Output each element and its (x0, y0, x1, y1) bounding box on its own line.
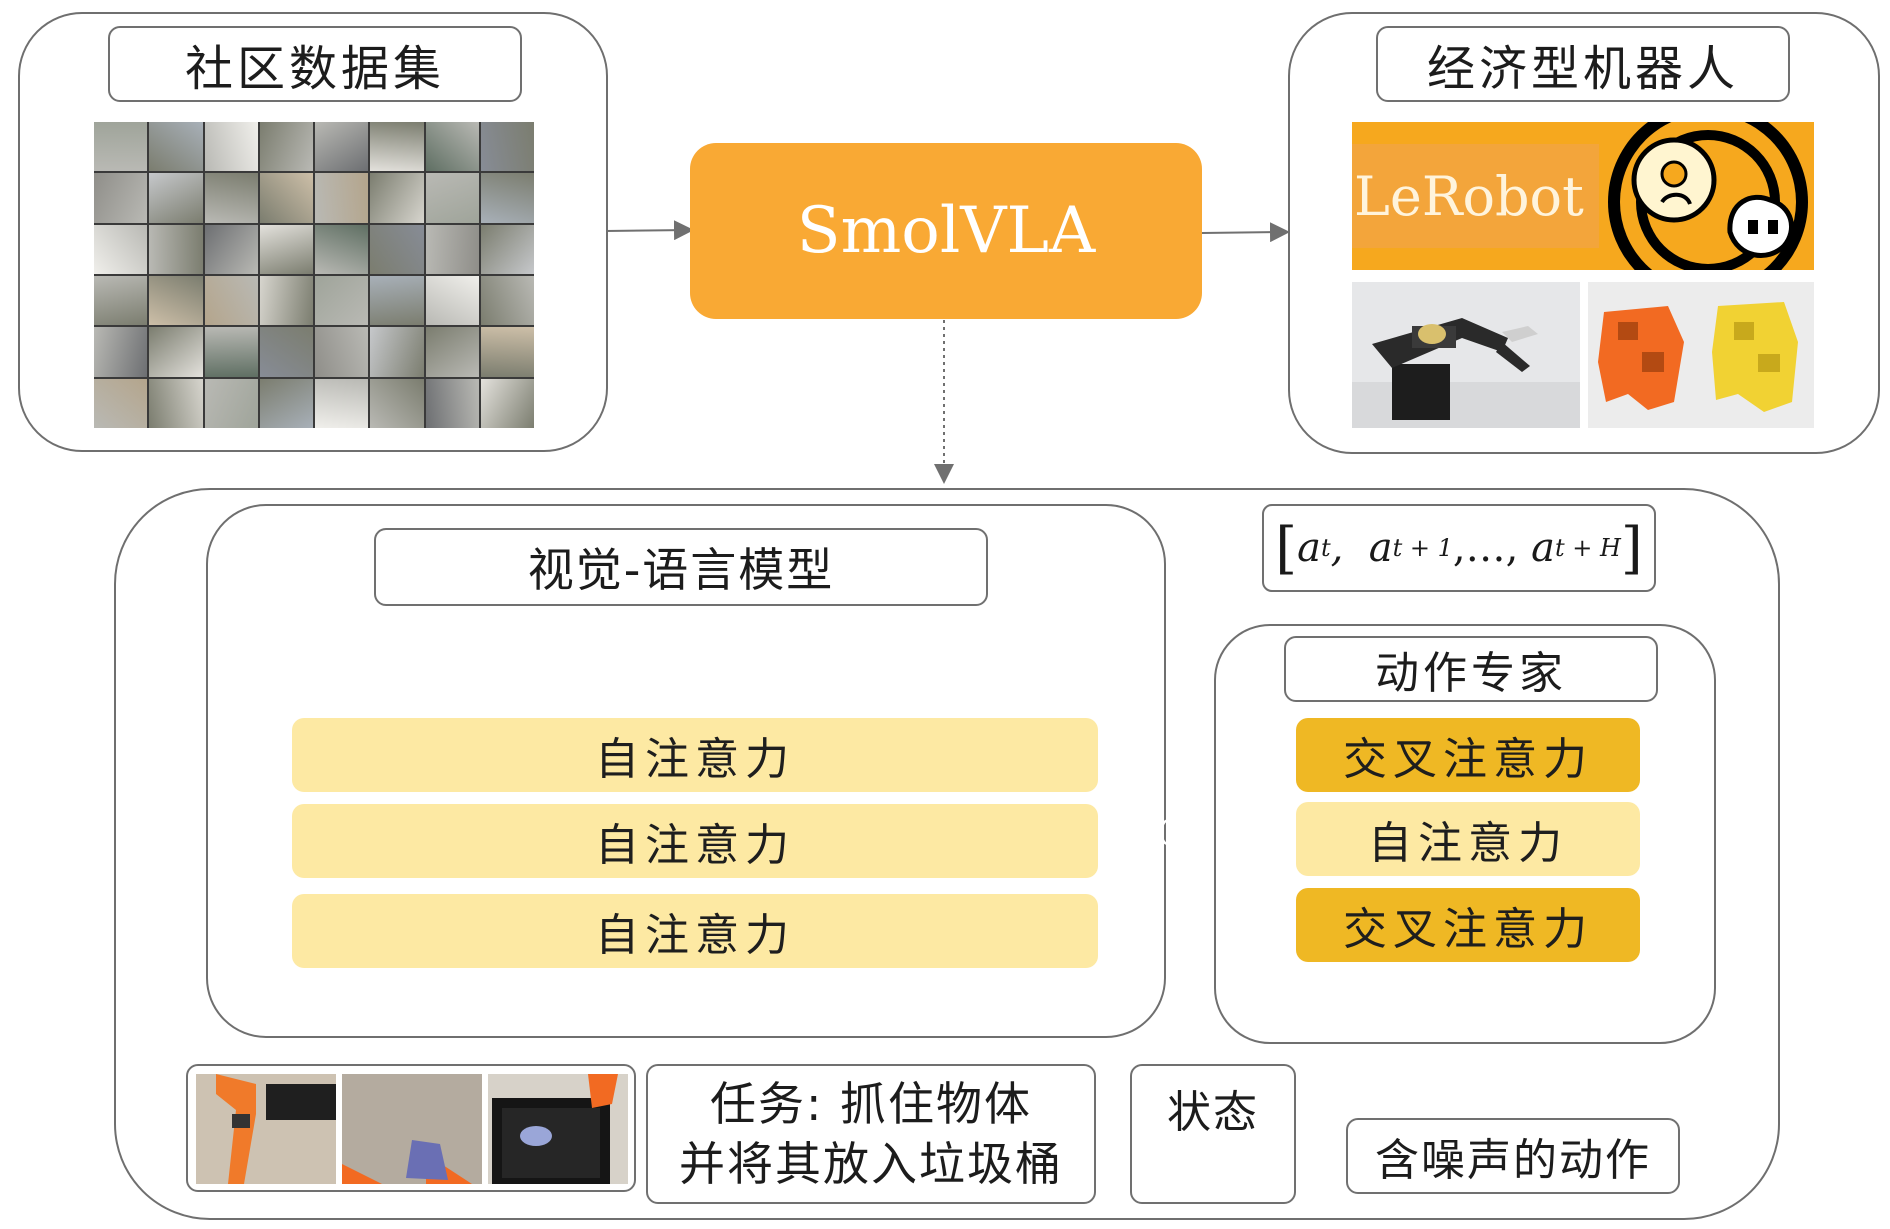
dataset-thumbnail (480, 327, 534, 377)
dataset-thumbnail (425, 122, 479, 172)
dataset-thumbnail (204, 173, 258, 223)
vlm-self-attention-layer-1: 自注意力 (292, 718, 1098, 792)
camera-view-2 (342, 1074, 482, 1184)
dataset-thumbnail (149, 275, 203, 326)
dataset-thumbnail (94, 327, 148, 377)
dataset-thumbnail (370, 224, 424, 274)
dataset-thumbnail (259, 327, 313, 377)
lerobot-logo-text: LeRobot (1352, 144, 1599, 248)
state-label: 状态 (1167, 1087, 1259, 1138)
robot-arm-photo (1352, 282, 1580, 428)
dataset-thumbnail (149, 224, 203, 274)
dataset-thumbnail (370, 378, 424, 428)
dataset-thumbnail (370, 275, 424, 326)
dataset-thumbnail (480, 275, 534, 326)
smolvla-block: SmolVLA (690, 143, 1202, 319)
arrow-datasets-to-smolvla (605, 220, 694, 241)
dataset-thumbnail (94, 224, 148, 274)
dataset-mosaic (94, 122, 534, 428)
vlm-title: 视觉-语言模型 (374, 528, 988, 606)
dataset-thumbnail (94, 122, 148, 172)
expert-self-attention-layer: 自注意力 (1296, 802, 1640, 876)
dataset-thumbnail (259, 173, 313, 223)
noisy-actions-box: 含噪声的动作 (1346, 1118, 1680, 1194)
dataset-thumbnail (480, 122, 534, 172)
dataset-thumbnail (259, 275, 313, 326)
state-box: 状态 (1130, 1064, 1296, 1204)
datasets-title: 社区数据集 (108, 26, 522, 102)
dataset-thumbnail (480, 173, 534, 223)
dataset-thumbnail (94, 275, 148, 326)
dataset-thumbnail (259, 224, 313, 274)
dataset-thumbnail (149, 327, 203, 377)
camera-view-3 (488, 1074, 628, 1184)
dataset-thumbnail (370, 173, 424, 223)
expert-cross-attention-layer-2: 交叉注意力 (1296, 888, 1640, 962)
vlm-self-attention-layer-2: 自注意力 (292, 804, 1098, 878)
dataset-thumbnail (94, 378, 148, 428)
task-instruction-line-1: 任务: 抓住物体 (709, 1077, 1033, 1131)
robots-title: 经济型机器人 (1376, 26, 1790, 102)
dataset-thumbnail (259, 122, 313, 172)
dataset-thumbnail (425, 275, 479, 326)
dataset-thumbnail (149, 173, 203, 223)
dataset-thumbnail (370, 122, 424, 172)
dataset-thumbnail (94, 173, 148, 223)
dataset-thumbnail (315, 173, 369, 223)
camera-views-box (186, 1064, 636, 1192)
dataset-thumbnail (315, 122, 369, 172)
dataset-thumbnail (204, 275, 258, 326)
dataset-thumbnail (425, 173, 479, 223)
dataset-thumbnail (315, 378, 369, 428)
dataset-thumbnail (259, 378, 313, 428)
camera-view-1 (196, 1074, 336, 1184)
task-instruction-line-2: 并将其放入垃圾桶 (679, 1137, 1063, 1191)
dataset-thumbnail (204, 327, 258, 377)
dataset-thumbnail (149, 122, 203, 172)
dataset-thumbnail (370, 327, 424, 377)
dataset-thumbnail (425, 327, 479, 377)
vlm-self-attention-layer-3: 自注意力 (292, 894, 1098, 968)
dataset-thumbnail (425, 378, 479, 428)
dataset-thumbnail (315, 275, 369, 326)
arrow-smolvla-to-robots (1201, 222, 1290, 243)
dataset-thumbnail (204, 122, 258, 172)
lerobot-banner: LeRobot (1352, 122, 1814, 270)
dataset-thumbnail (480, 378, 534, 428)
lerobot-mascot-icon (1608, 122, 1808, 270)
dataset-thumbnail (204, 224, 258, 274)
expert-cross-attention-layer-1: 交叉注意力 (1296, 718, 1640, 792)
dataset-thumbnail (480, 224, 534, 274)
dataset-thumbnail (149, 378, 203, 428)
quadruped-robots-photo (1588, 282, 1814, 428)
dataset-thumbnail (315, 327, 369, 377)
dataset-thumbnail (315, 224, 369, 274)
dataset-thumbnail (425, 224, 479, 274)
dataset-thumbnail (204, 378, 258, 428)
action-expert-title: 动作专家 (1284, 636, 1658, 702)
task-instruction-box: 任务: 抓住物体 并将其放入垃圾桶 (646, 1064, 1096, 1204)
